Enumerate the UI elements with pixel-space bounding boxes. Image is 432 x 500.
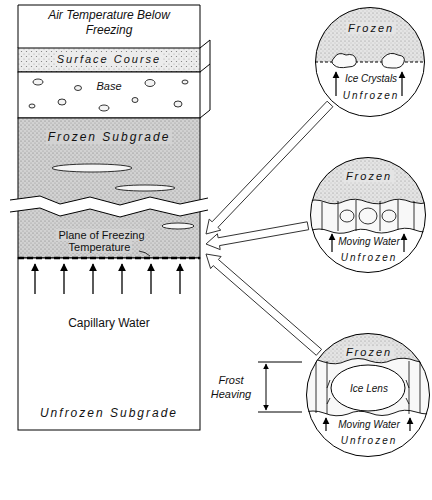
layer-text: Unfrozen bbox=[339, 435, 400, 446]
layer-text: Unfrozen bbox=[339, 252, 400, 263]
hollow-callout-arrow bbox=[206, 101, 333, 234]
text-holder: Frozen bbox=[311, 170, 427, 182]
text-holder: Unfrozen bbox=[329, 252, 409, 264]
surface-course-layer: Surface Course bbox=[18, 48, 200, 72]
text-holder: Capillary Water bbox=[18, 316, 200, 330]
text-holder: Moving Water bbox=[329, 419, 409, 431]
layer-text: Moving Water bbox=[336, 419, 402, 430]
text-holder: Plane of Freezing Temperature bbox=[48, 229, 153, 253]
text-holder: Ice Lens bbox=[334, 383, 404, 395]
layer-text: Moving Water bbox=[336, 236, 402, 247]
text-holder: Unfrozen bbox=[329, 435, 409, 447]
text-holder: Surface Course bbox=[18, 53, 200, 65]
text-holder: Moving Water bbox=[329, 236, 409, 248]
detail-circle: FrozenMoving WaterUnfrozen bbox=[310, 157, 426, 273]
unfrozen-subgrade-layer: Capillary WaterUnfrozen Subgrade bbox=[18, 258, 200, 430]
layer-text: Frozen Subgrade bbox=[46, 130, 173, 144]
frost-heaving-label: Frost Heaving bbox=[204, 373, 258, 401]
text-holder: Unfrozen bbox=[331, 90, 411, 102]
layer-text: Frozen bbox=[344, 170, 394, 182]
base-layer: Base bbox=[18, 72, 200, 118]
layer-text: Plane of Freezing Temperature bbox=[56, 229, 144, 253]
air-temperature-note: Air Temperature Below Freezing bbox=[48, 8, 170, 38]
layer-text: Capillary Water bbox=[66, 316, 152, 330]
hollow-callout-arrow bbox=[206, 222, 309, 250]
detail-circle: FrozenIce CrystalsUnfrozen bbox=[315, 7, 425, 117]
layer-text: Ice Crystals bbox=[343, 73, 399, 84]
layer-text: Unfrozen bbox=[341, 90, 402, 101]
text-holder: Base bbox=[18, 80, 200, 92]
text-holder: Frozen Subgrade bbox=[18, 130, 200, 144]
layer-text: Ice Lens bbox=[348, 383, 390, 394]
layer-text: Frozen bbox=[344, 346, 394, 358]
detail-circle: FrozenIce LensMoving WaterUnfrozen bbox=[306, 333, 430, 457]
hollow-callout-arrow bbox=[206, 254, 322, 355]
text-holder: Unfrozen Subgrade bbox=[18, 406, 200, 420]
layer-text: Base bbox=[94, 80, 123, 92]
layer-text: Unfrozen Subgrade bbox=[38, 406, 180, 420]
text-holder: Frozen bbox=[316, 22, 426, 34]
frozen-subgrade-layer: Frozen SubgradePlane of Freezing Tempera… bbox=[18, 118, 200, 258]
text-holder: Frozen bbox=[307, 346, 431, 358]
layer-text: Surface Course bbox=[55, 53, 163, 65]
text-holder: Ice Crystals bbox=[331, 73, 411, 85]
layer-text: Frozen bbox=[346, 22, 396, 34]
